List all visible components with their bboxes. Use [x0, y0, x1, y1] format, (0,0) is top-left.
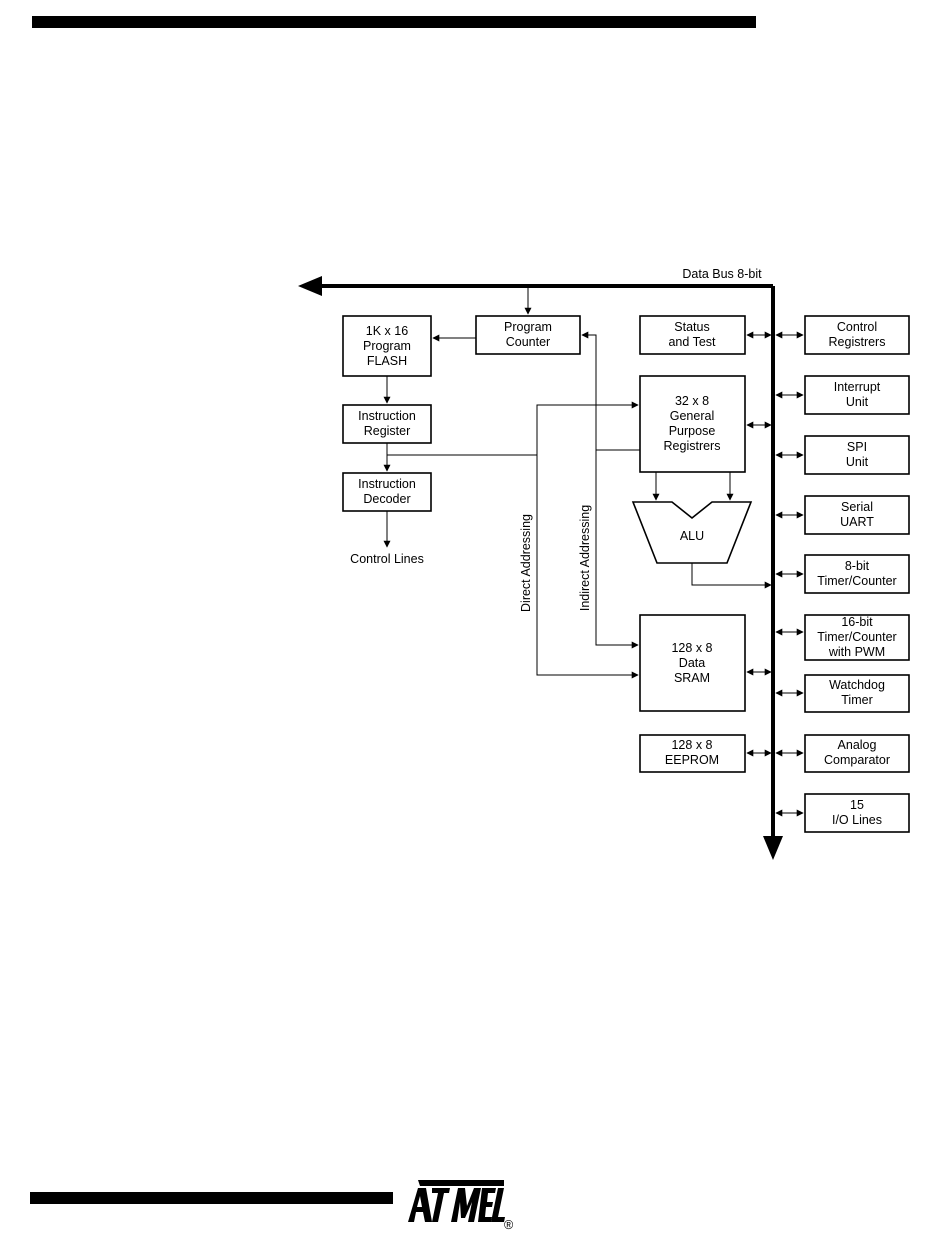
svg-text:8-bit: 8-bit	[845, 559, 870, 573]
svg-text:EEPROM: EEPROM	[665, 753, 719, 767]
registered-mark: ®	[504, 1218, 514, 1230]
spi-unit-block: SPI Unit	[804, 435, 910, 475]
svg-text:Purpose: Purpose	[669, 424, 716, 438]
eeprom-block: 128 x 8 EEPROM	[639, 734, 746, 773]
svg-text:Register: Register	[364, 424, 411, 438]
svg-text:128 x 8: 128 x 8	[671, 641, 712, 655]
svg-text:16-bit: 16-bit	[841, 615, 873, 629]
svg-text:ALU: ALU	[680, 529, 704, 543]
svg-text:General: General	[670, 409, 714, 423]
svg-text:Registrers: Registrers	[664, 439, 721, 453]
control-lines-label: Control Lines	[350, 552, 424, 566]
svg-text:Registrers: Registrers	[829, 335, 886, 349]
svg-text:Instruction: Instruction	[358, 477, 416, 491]
control-registers-block: Control Registrers	[804, 315, 910, 355]
svg-text:Serial: Serial	[841, 500, 873, 514]
svg-text:32 x 8: 32 x 8	[675, 394, 709, 408]
status-test-block: Status and Test	[639, 315, 746, 355]
svg-text:with PWM: with PWM	[828, 645, 885, 659]
svg-text:128 x 8: 128 x 8	[671, 738, 712, 752]
svg-text:Control: Control	[837, 320, 877, 334]
svg-text:Data: Data	[679, 656, 705, 670]
connections	[383, 286, 804, 817]
bus-arrow-down	[763, 836, 783, 860]
sram-block: 128 x 8 Data SRAM	[639, 614, 746, 712]
indirect-addressing-label: Indirect Addressing	[578, 505, 592, 611]
data-bus: Data Bus 8-bit	[298, 267, 783, 860]
gp-registers-block: 32 x 8 General Purpose Registrers	[639, 375, 746, 473]
header-rule	[32, 16, 756, 28]
svg-text:Program: Program	[363, 339, 411, 353]
watchdog-block: Watchdog Timer	[804, 674, 910, 713]
timer8-block: 8-bit Timer/Counter	[804, 554, 910, 594]
svg-text:Timer: Timer	[841, 693, 872, 707]
svg-text:SPI: SPI	[847, 440, 867, 454]
svg-text:Instruction: Instruction	[358, 409, 416, 423]
instruction-decoder-block: Instruction Decoder	[342, 472, 432, 512]
bus-label: Data Bus 8-bit	[682, 267, 762, 281]
svg-text:Unit: Unit	[846, 395, 869, 409]
svg-text:15: 15	[850, 798, 864, 812]
svg-text:Decoder: Decoder	[363, 492, 410, 506]
bus-arrow-left	[298, 276, 322, 296]
serial-uart-block: Serial UART	[804, 495, 910, 535]
svg-text:Unit: Unit	[846, 455, 869, 469]
svg-text:Status: Status	[674, 320, 709, 334]
svg-text:Timer/Counter: Timer/Counter	[817, 630, 896, 644]
svg-text:Counter: Counter	[506, 335, 550, 349]
interrupt-unit-block: Interrupt Unit	[804, 375, 910, 415]
svg-text:Program: Program	[504, 320, 552, 334]
svg-text:and Test: and Test	[668, 335, 716, 349]
atmel-logo: ®	[408, 1180, 514, 1230]
svg-text:Comparator: Comparator	[824, 753, 890, 767]
svg-text:Analog: Analog	[838, 738, 877, 752]
svg-text:Watchdog: Watchdog	[829, 678, 885, 692]
analog-comparator-block: Analog Comparator	[804, 734, 910, 773]
direct-addressing-label: Direct Addressing	[519, 514, 533, 612]
svg-text:1K x 16: 1K x 16	[366, 324, 408, 338]
program-counter-block: Program Counter	[475, 315, 581, 355]
svg-text:Timer/Counter: Timer/Counter	[817, 574, 896, 588]
io-lines-block: 15 I/O Lines	[804, 793, 910, 833]
svg-text:I/O Lines: I/O Lines	[832, 813, 882, 827]
svg-text:UART: UART	[840, 515, 874, 529]
svg-text:SRAM: SRAM	[674, 671, 710, 685]
timer16-block: 16-bit Timer/Counter with PWM	[804, 614, 910, 661]
logo-mark	[408, 1180, 505, 1222]
flash-block: 1K x 16 Program FLASH	[342, 315, 432, 377]
instruction-register-block: Instruction Register	[342, 404, 432, 444]
svg-text:FLASH: FLASH	[367, 354, 407, 368]
svg-text:Interrupt: Interrupt	[834, 380, 881, 394]
alu-block: ALU	[631, 501, 753, 564]
footer-rule	[30, 1192, 393, 1204]
